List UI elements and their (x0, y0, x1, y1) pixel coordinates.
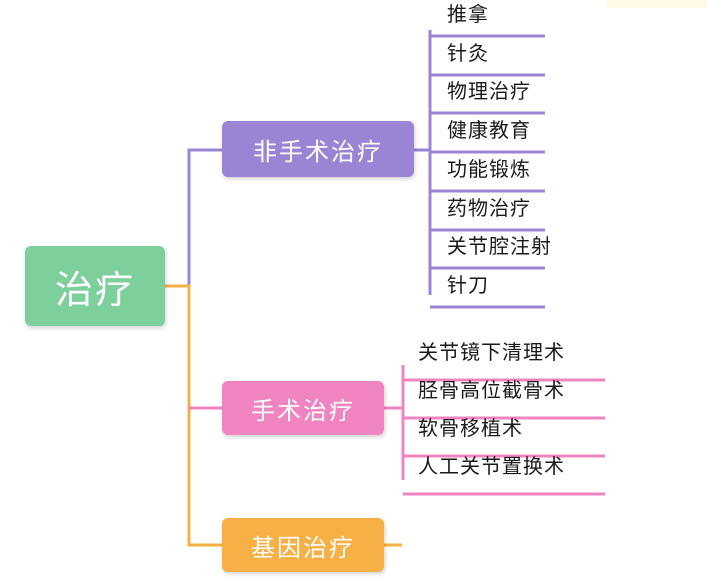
connector-root-orange (187, 408, 222, 547)
leaf-item: 软骨移植术 (418, 416, 523, 440)
branch-gene-therapy: 基因治疗 (222, 518, 384, 572)
leaf-item: 药物治疗 (447, 195, 531, 220)
branch-surgical: 手术治疗 (222, 381, 384, 435)
branch-non-surgical: 非手术治疗 (222, 121, 414, 177)
leaf-item: 针灸 (447, 40, 489, 65)
leaf-item: 针刀 (447, 272, 489, 297)
leaf-item: 物理治疗 (447, 79, 531, 104)
leaf-item: 胫骨高位截骨术 (418, 378, 565, 402)
leaf-item: 人工关节置换术 (418, 454, 565, 478)
leaf-item: 健康教育 (447, 118, 531, 143)
connector-root-purple (165, 148, 222, 288)
leaf-item: 关节腔注射 (447, 234, 552, 259)
connector-root-pink (165, 284, 222, 410)
leaf-item: 关节镜下清理术 (418, 340, 565, 364)
corner-highlight (607, 0, 707, 8)
root-node: 治疗 (25, 246, 165, 326)
leaf-item: 功能锻炼 (447, 156, 531, 181)
leaf-item: 推拿 (447, 2, 489, 26)
